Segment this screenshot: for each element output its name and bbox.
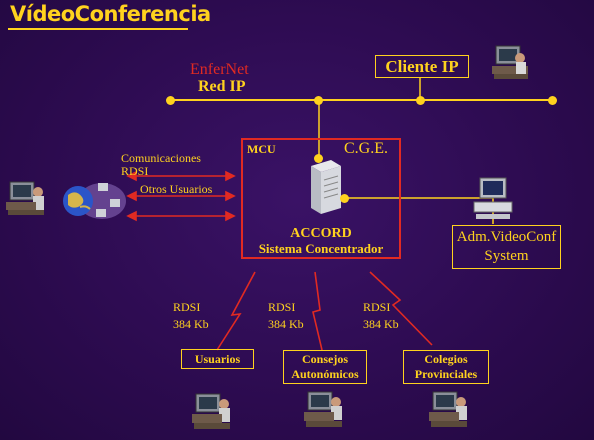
rdsi-label: RDSI: [121, 164, 149, 178]
mcu-box: [241, 138, 401, 259]
workstation-icon: [492, 45, 528, 79]
bus-node-dot: [166, 96, 175, 105]
link-type-3: RDSI: [363, 300, 391, 314]
councils-group-box: Consejos Autonómicos: [283, 350, 367, 384]
admin-line-1: Adm.VideoConf: [456, 229, 557, 245]
link-type-2: RDSI: [268, 300, 296, 314]
server-name: ACCORD: [290, 226, 352, 241]
colleges-line-1: Colegios: [424, 352, 468, 366]
rdsi-lightning-links: [216, 271, 433, 351]
rdsi-arrows: [126, 170, 236, 222]
link-speed-3: 384 Kb: [363, 317, 399, 331]
title-underline: [8, 28, 188, 30]
communications-label: Comunicaciones: [121, 151, 201, 165]
globe-network-icon: [63, 183, 126, 219]
link-speed-1: 384 Kb: [173, 317, 209, 331]
bus-node-dot: [314, 96, 323, 105]
mcu-label: MCU: [247, 142, 276, 156]
colleges-group-box: Colegios Provinciales: [403, 350, 489, 384]
link-type-1: RDSI: [173, 300, 201, 314]
server-description: Sistema Concentrador: [258, 241, 384, 256]
admin-computer-icon: [473, 177, 513, 219]
other-users-label: Otros Usuarios: [140, 182, 213, 196]
bus-node-dot: [416, 96, 425, 105]
councils-line-1: Consejos: [301, 352, 348, 366]
network-ip-label: Red IP: [198, 78, 246, 95]
colleges-workstation-icon: [429, 391, 467, 427]
admin-system-box: Adm.VideoConf System: [452, 225, 561, 269]
colleges-line-2: Provinciales: [414, 367, 478, 381]
client-ip-box: Cliente IP: [375, 55, 469, 78]
admin-line-2: System: [484, 248, 529, 264]
server-icon: [311, 160, 341, 214]
users-group-box: Usuarios: [181, 349, 254, 369]
network-name: EnferNet: [190, 61, 249, 78]
link-speed-2: 384 Kb: [268, 317, 304, 331]
server-port-dot: [340, 194, 349, 203]
users-workstation-icon: [192, 393, 230, 429]
bus-node-dot: [548, 96, 557, 105]
remote-user-icon: [6, 181, 44, 215]
mcu-org-label: C.G.E.: [344, 140, 388, 157]
mcu-node-dot: [314, 154, 323, 163]
councils-line-2: Autonómicos: [291, 367, 359, 381]
page-title: VídeoConferencia: [10, 2, 211, 26]
councils-workstation-icon: [304, 391, 342, 427]
